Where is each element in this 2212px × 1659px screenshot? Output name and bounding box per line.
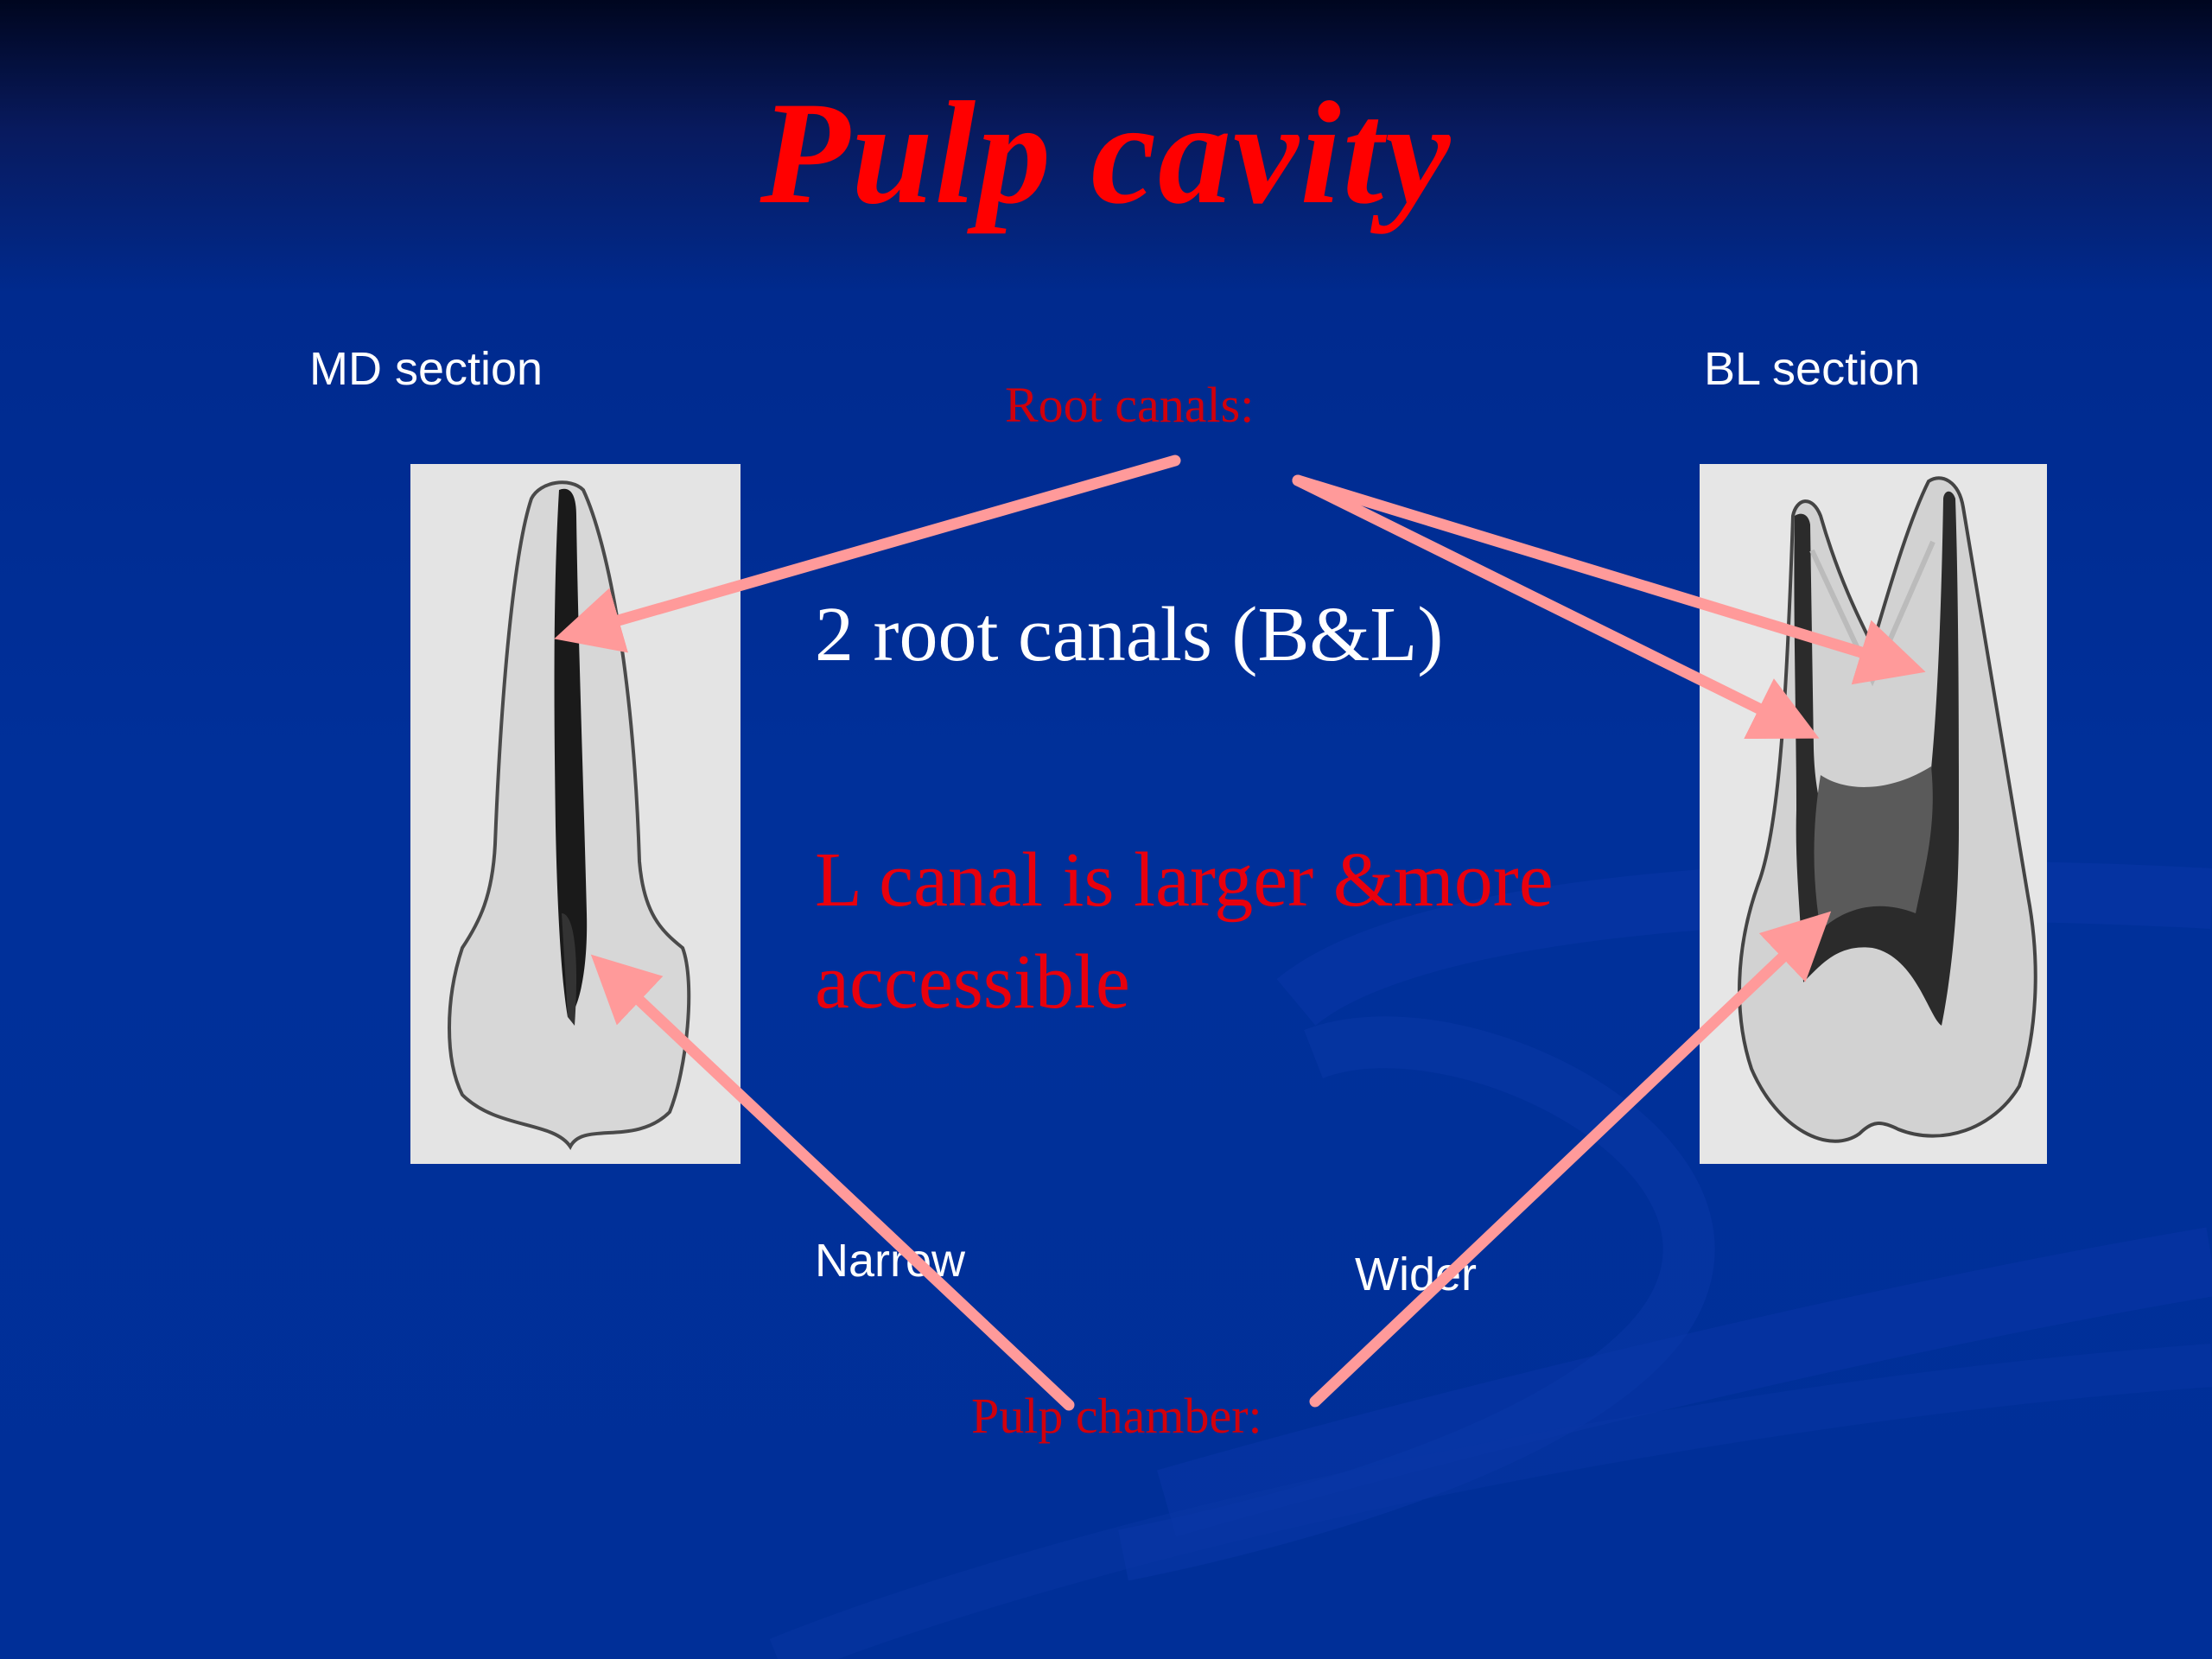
l-canal-text-line1: L canal is larger &more: [815, 837, 1554, 923]
bl-section-label: BL section: [1704, 343, 1921, 395]
root-canals-label: Root canals:: [1005, 377, 1255, 433]
slide-title: Pulp cavity: [760, 72, 1452, 234]
arrow-root-canals-to-bl-upper: [1292, 474, 1926, 685]
pulp-chamber-label: Pulp chamber:: [971, 1388, 1262, 1444]
arrow-pulp-chamber-to-md: [590, 954, 1075, 1411]
arrow-pulp-chamber-to-bl: [1309, 911, 1832, 1408]
arrow-root-canals-to-bl-lower: [1292, 474, 1820, 740]
bl-section-image: [1700, 464, 2047, 1164]
two-root-canals-text: 2 root canals (B&L): [815, 592, 1444, 677]
l-canal-text-line2: accessible: [815, 939, 1130, 1025]
arrow-root-canals-to-md: [554, 454, 1181, 653]
md-section-label: MD section: [309, 343, 543, 395]
